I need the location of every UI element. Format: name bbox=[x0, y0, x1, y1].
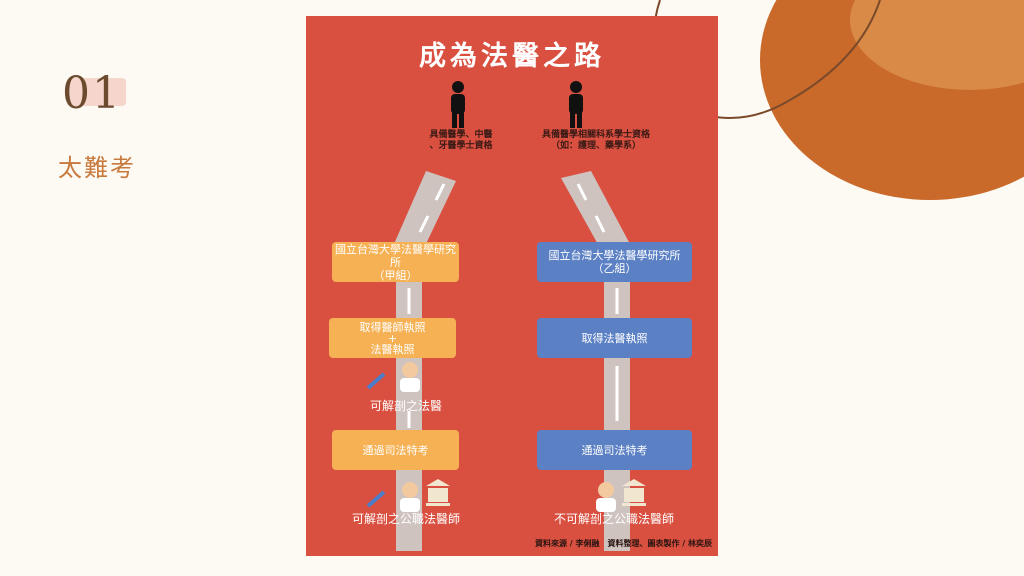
left-requirement: 具備醫學、中醫、牙醫學士資格 bbox=[429, 130, 493, 151]
doctor-icon-2 bbox=[400, 482, 420, 512]
slide-number: 01 bbox=[62, 68, 122, 119]
courthouse-icon-1 bbox=[426, 479, 450, 506]
left-step-license: 取得醫師執照+法醫執照 bbox=[329, 318, 456, 358]
source-credit: 資料來源 / 李俐融 資料整理、圖表製作 / 林奕辰 bbox=[535, 539, 712, 548]
right-requirement: 具備醫學相關科系學士資格（如：護理、藥學系） bbox=[541, 130, 650, 151]
right-road bbox=[561, 171, 630, 551]
right-step-license: 取得法醫執照 bbox=[537, 318, 692, 358]
doctor-icon-1 bbox=[400, 362, 420, 392]
scalpel-icon-1 bbox=[366, 372, 386, 390]
right-step-exam: 通過司法特考 bbox=[537, 430, 692, 470]
doctor-icon-3 bbox=[596, 482, 616, 512]
number-highlight bbox=[70, 78, 126, 106]
scalpel-icon-2 bbox=[366, 490, 386, 508]
right-step-institute: 國立台灣大學法醫學研究所（乙組） bbox=[537, 242, 692, 282]
courthouse-icon-2 bbox=[622, 479, 646, 506]
left-step-exam: 通過司法特考 bbox=[332, 430, 459, 470]
person-icon-left bbox=[451, 81, 465, 128]
left-caption-1: 可解剖之法醫 bbox=[369, 399, 442, 413]
left-step-institute: 國立台灣大學法醫學研究所（甲組） bbox=[332, 242, 459, 282]
person-icon-right bbox=[569, 81, 583, 128]
slide-subtitle: 太難考 bbox=[58, 154, 136, 182]
infographic-poster: 成為法醫之路 具備醫學、中醫、牙醫學士資格 具備醫學相關科系學士資格（如：護理、… bbox=[306, 16, 718, 556]
right-caption-2: 不可解剖之公職法醫師 bbox=[553, 512, 674, 526]
poster-title: 成為法醫之路 bbox=[419, 41, 605, 72]
decor-blob-light bbox=[850, 0, 1024, 90]
left-caption-2: 可解剖之公職法醫師 bbox=[351, 512, 460, 526]
roads bbox=[366, 81, 646, 551]
